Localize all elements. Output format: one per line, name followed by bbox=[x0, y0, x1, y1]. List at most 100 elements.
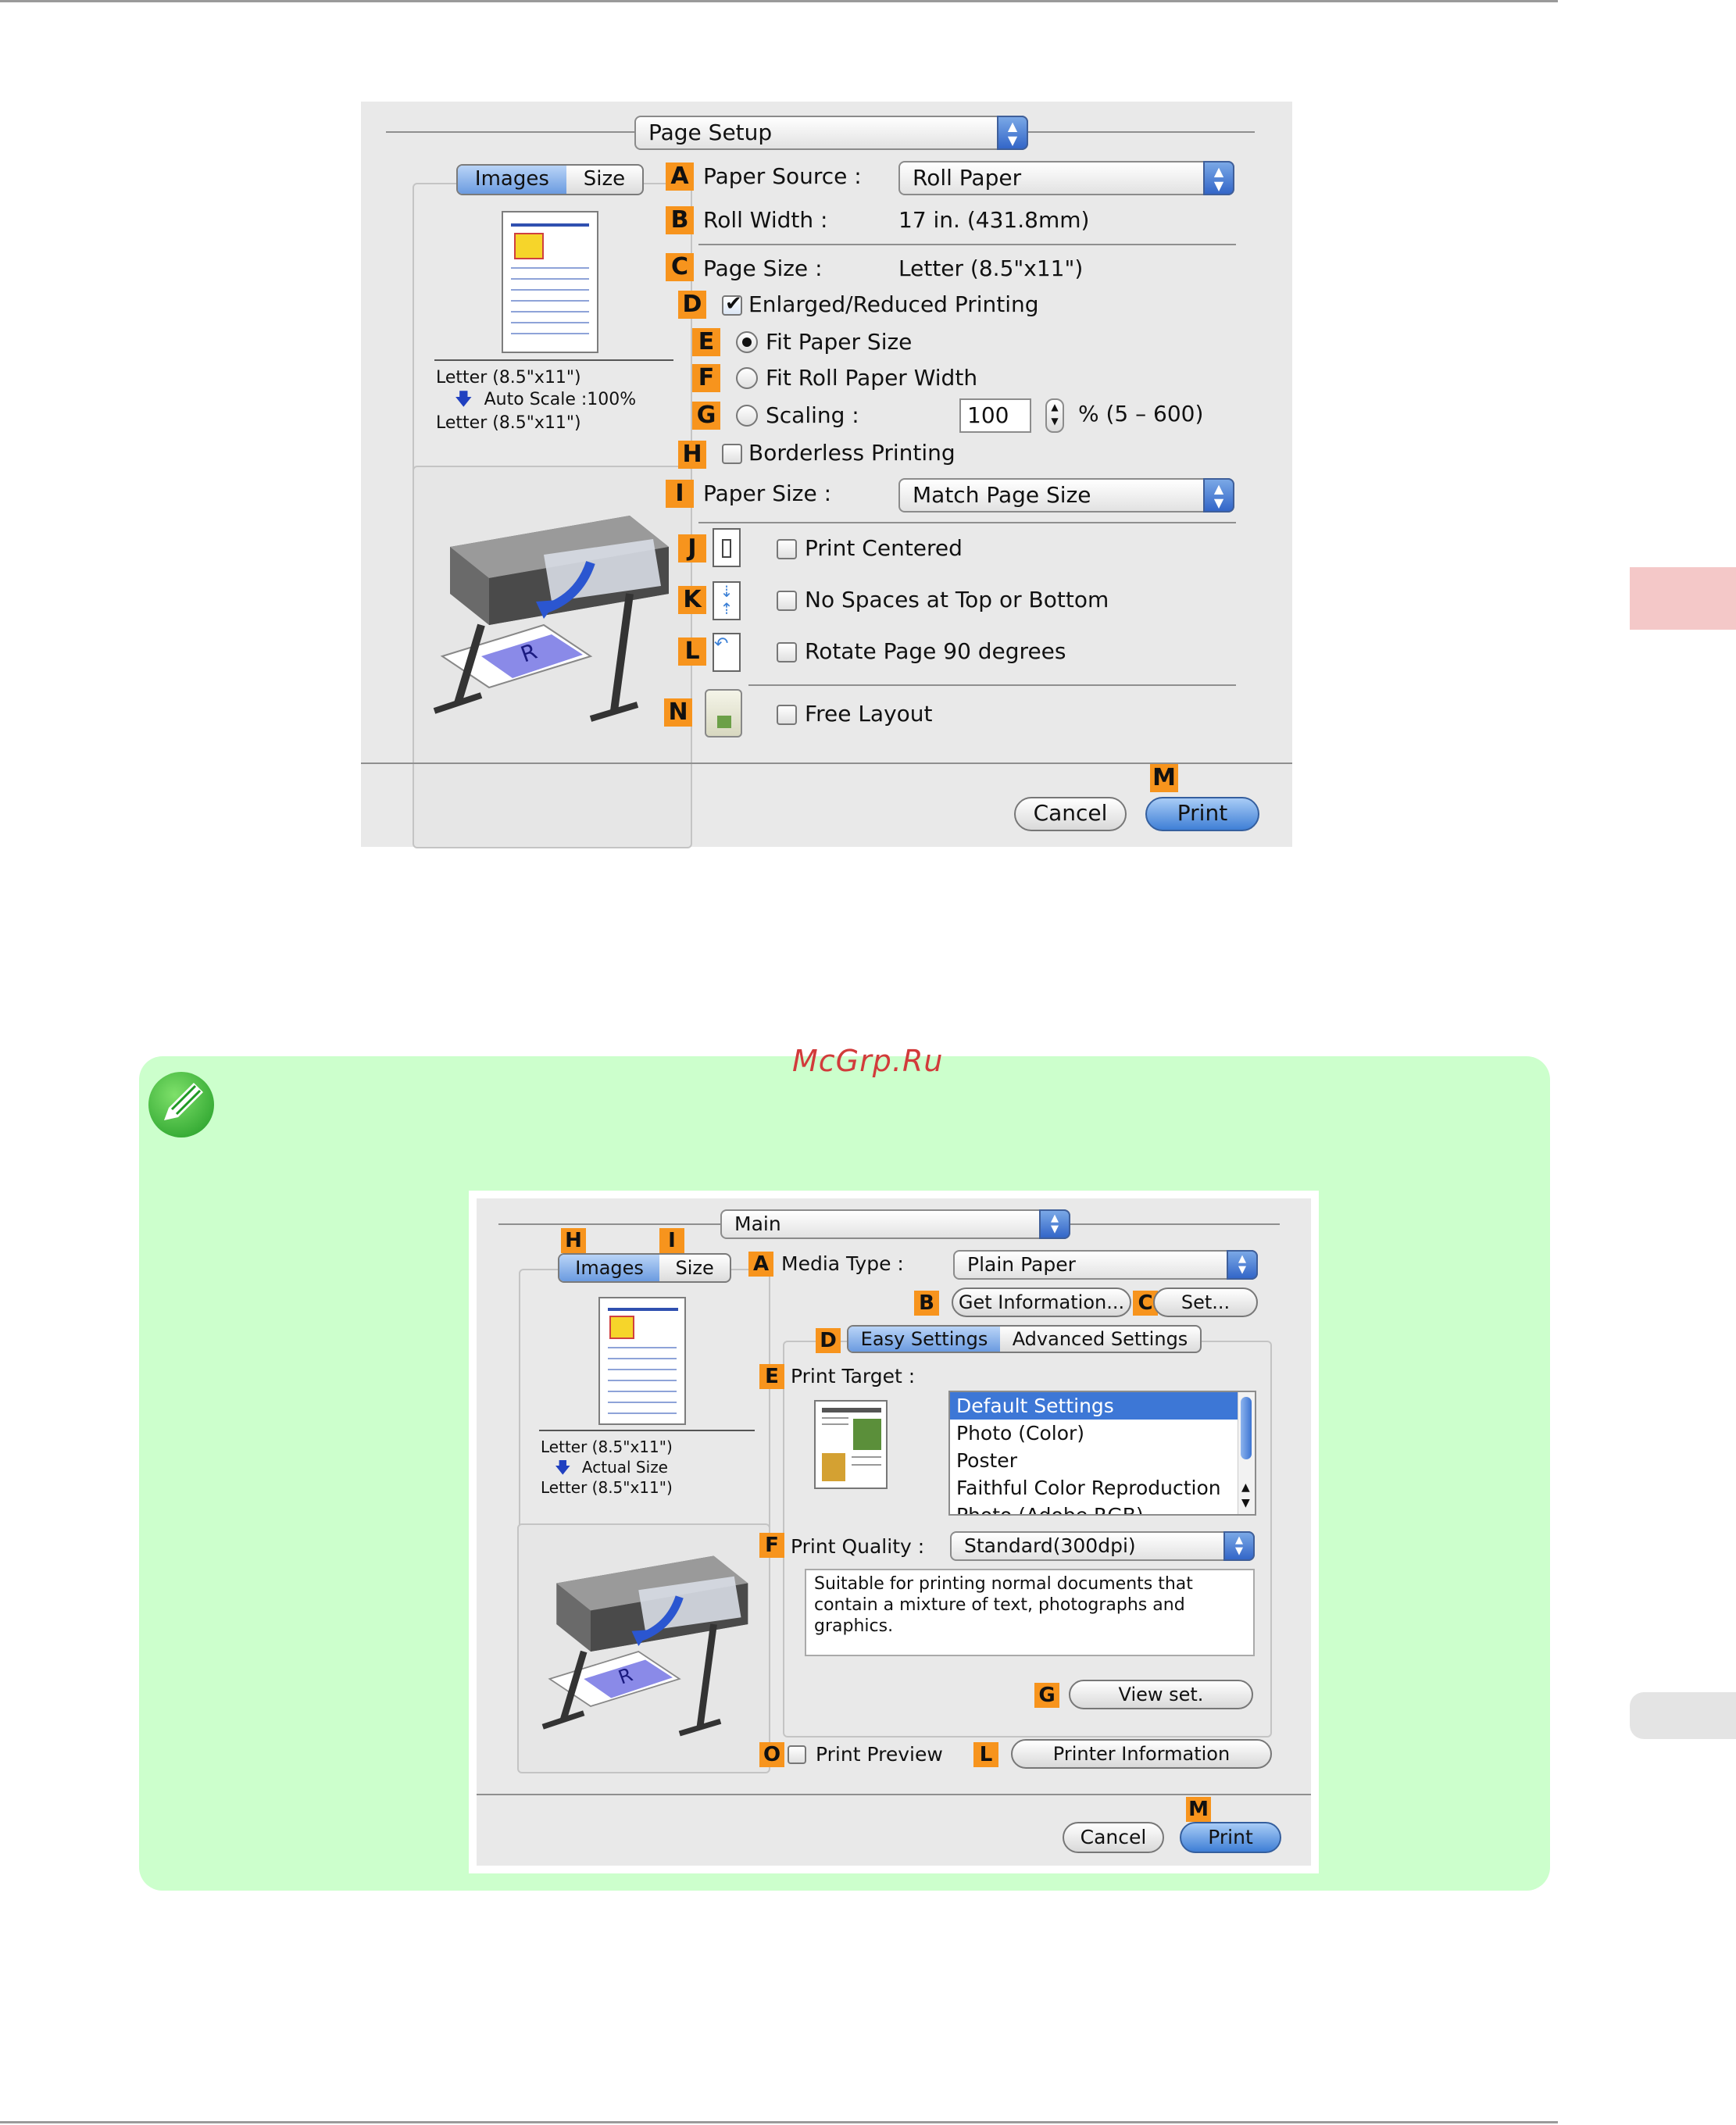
preview-output-size: Letter (8.5"x11") bbox=[436, 413, 581, 433]
view-set-button[interactable]: View set. bbox=[1069, 1680, 1253, 1709]
print-preview-checkbox[interactable] bbox=[788, 1745, 806, 1764]
fit-paper-size-radio[interactable] bbox=[736, 331, 758, 353]
rotate-page-icon: ↶ bbox=[713, 633, 741, 672]
rotate-page-label: Rotate Page 90 degrees bbox=[805, 638, 1066, 664]
paper-size-label: Paper Size : bbox=[703, 480, 832, 506]
page-preview-thumbnail bbox=[502, 211, 598, 353]
print-quality-select[interactable]: Standard(300dpi) ▲▼ bbox=[950, 1531, 1255, 1561]
preview-scale: 🡇 Actual Size bbox=[555, 1455, 668, 1480]
borderless-printing-label: Borderless Printing bbox=[748, 440, 956, 466]
paper-size-select[interactable]: Match Page Size ▲▼ bbox=[898, 478, 1234, 512]
scaling-stepper[interactable]: ▲▼ bbox=[1045, 398, 1064, 433]
get-information-button[interactable]: Get Information... bbox=[952, 1288, 1131, 1317]
image-thumbnail-icon bbox=[514, 233, 544, 259]
printer-illustration: R bbox=[541, 1555, 748, 1737]
scroll-up-icon[interactable]: ▲ bbox=[1241, 1481, 1250, 1494]
scaling-radio[interactable] bbox=[736, 405, 758, 427]
callout-l: L bbox=[973, 1742, 998, 1767]
print-centered-checkbox[interactable] bbox=[777, 539, 797, 559]
preview-input-size: Letter (8.5"x11") bbox=[541, 1438, 673, 1456]
borderless-printing-checkbox[interactable] bbox=[722, 444, 742, 464]
callout-g: G bbox=[692, 402, 720, 430]
preview-divider bbox=[434, 359, 673, 361]
printer-illustration: R bbox=[433, 516, 669, 722]
callout-b: B bbox=[666, 206, 694, 234]
callout-c: C bbox=[666, 253, 694, 281]
print-target-item[interactable]: Default Settings bbox=[950, 1392, 1255, 1420]
print-target-item[interactable]: Photo (Adobe RGB) bbox=[956, 1504, 1144, 1516]
quality-description: Suitable for printing normal documents t… bbox=[805, 1569, 1255, 1656]
callout-g: G bbox=[1034, 1683, 1059, 1708]
enlarged-reduced-checkbox[interactable] bbox=[722, 292, 742, 316]
popup-arrows-icon: ▲▼ bbox=[1203, 161, 1234, 195]
scaling-label: Scaling : bbox=[766, 402, 859, 428]
scaling-input[interactable]: 100 bbox=[959, 398, 1031, 433]
scroll-down-icon[interactable]: ▼ bbox=[1241, 1497, 1250, 1509]
callout-o: O bbox=[759, 1742, 784, 1767]
print-target-item[interactable]: Faithful Color Reproduction bbox=[956, 1477, 1221, 1499]
print-quality-value: Standard(300dpi) bbox=[964, 1534, 1136, 1557]
tab-images[interactable]: Images bbox=[559, 1255, 660, 1281]
paper-source-select[interactable]: Roll Paper ▲▼ bbox=[898, 161, 1234, 195]
watermark: McGrp.Ru bbox=[792, 1044, 944, 1078]
cancel-button[interactable]: Cancel bbox=[1014, 797, 1127, 831]
callout-l: L bbox=[678, 638, 706, 666]
page-setup-dialog: Page Setup ▲▼ Images Size Letter (8.5"x1… bbox=[361, 102, 1292, 848]
fit-roll-width-radio[interactable] bbox=[736, 367, 758, 389]
roll-width-value: 17 in. (431.8mm) bbox=[898, 207, 1090, 233]
callout-d: D bbox=[678, 291, 706, 319]
callout-b: B bbox=[914, 1291, 939, 1316]
popup-arrows-icon: ▲▼ bbox=[1039, 1209, 1070, 1239]
preview-scale: 🡇 Auto Scale :100% bbox=[455, 388, 636, 412]
panel-select[interactable]: Main ▲▼ bbox=[720, 1209, 1070, 1239]
free-layout-checkbox[interactable] bbox=[777, 705, 797, 725]
tab-size[interactable]: Size bbox=[583, 167, 626, 191]
tab-easy-settings[interactable]: Easy Settings bbox=[848, 1327, 1001, 1352]
set-button[interactable]: Set... bbox=[1153, 1288, 1258, 1317]
callout-m: M bbox=[1186, 1797, 1211, 1822]
scrollbar-thumb[interactable] bbox=[1241, 1397, 1252, 1459]
divider bbox=[748, 684, 1236, 686]
print-target-list[interactable]: Default Settings Photo (Color) Poster Fa… bbox=[948, 1391, 1256, 1516]
preview-output-size: Letter (8.5"x11") bbox=[541, 1478, 673, 1497]
popup-arrows-icon: ▲▼ bbox=[1203, 478, 1234, 512]
callout-a: A bbox=[666, 162, 694, 191]
callout-a: A bbox=[748, 1252, 773, 1277]
main-dialog: Main ▲▼ H I Images Size Letter (8.5"x11"… bbox=[477, 1198, 1311, 1866]
paper-size-value: Match Page Size bbox=[913, 482, 1091, 508]
list-scrollbar[interactable]: ▲ ▼ bbox=[1238, 1392, 1255, 1514]
print-preview-label: Print Preview bbox=[816, 1743, 943, 1766]
cancel-button[interactable]: Cancel bbox=[1063, 1822, 1164, 1853]
panel-select-value: Page Setup bbox=[648, 120, 773, 145]
media-type-select[interactable]: Plain Paper ▲▼ bbox=[953, 1250, 1258, 1280]
rotate-page-checkbox[interactable] bbox=[777, 642, 797, 662]
image-thumbnail-icon bbox=[609, 1316, 634, 1339]
tab-size[interactable]: Size bbox=[675, 1257, 714, 1279]
callout-f: F bbox=[759, 1533, 784, 1558]
popup-arrows-icon: ▲▼ bbox=[997, 116, 1028, 150]
paper-source-label: Paper Source : bbox=[703, 163, 862, 189]
arrow-down-icon: 🡇 bbox=[455, 390, 473, 409]
page-size-value: Letter (8.5"x11") bbox=[898, 255, 1084, 281]
arrow-down-icon: 🡇 bbox=[555, 1458, 571, 1477]
page-preview-thumbnail bbox=[598, 1297, 686, 1425]
panel-select[interactable]: Page Setup ▲▼ bbox=[634, 116, 1028, 150]
print-target-item[interactable]: Poster bbox=[956, 1449, 1017, 1472]
preview-scale-text: Actual Size bbox=[581, 1458, 668, 1477]
print-quality-label: Print Quality : bbox=[791, 1535, 925, 1558]
printer-information-button[interactable]: Printer Information bbox=[1011, 1739, 1272, 1769]
tab-advanced-settings[interactable]: Advanced Settings bbox=[1012, 1328, 1188, 1350]
print-button[interactable]: Print bbox=[1180, 1822, 1281, 1853]
callout-m: M bbox=[1150, 764, 1178, 792]
scaling-range-label: % (5 – 600) bbox=[1078, 401, 1204, 427]
print-button[interactable]: Print bbox=[1145, 797, 1259, 831]
print-centered-icon bbox=[713, 528, 741, 567]
preview-tab-group: Images Size bbox=[558, 1253, 731, 1283]
media-type-value: Plain Paper bbox=[967, 1253, 1076, 1276]
tab-images[interactable]: Images bbox=[458, 166, 566, 194]
page-top-rule bbox=[0, 0, 1558, 2]
page-bottom-rule bbox=[0, 2121, 1558, 2123]
footer-divider bbox=[477, 1794, 1311, 1795]
no-spaces-checkbox[interactable] bbox=[777, 591, 797, 611]
print-target-item[interactable]: Photo (Color) bbox=[956, 1422, 1085, 1445]
